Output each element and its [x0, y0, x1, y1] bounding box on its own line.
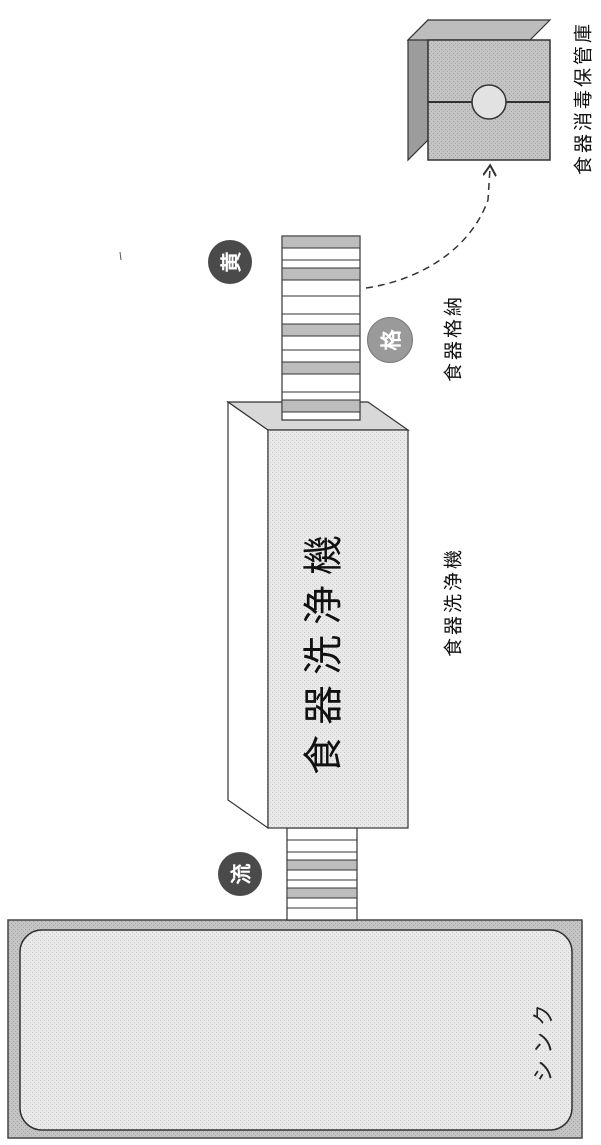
- storage-badge-text: 格: [379, 329, 403, 351]
- sink-label: シンク: [532, 997, 557, 1083]
- cabinet-handle: [471, 84, 507, 120]
- storage-arrow: [365, 168, 490, 289]
- cabinet-top-face: [407, 18, 429, 162]
- flow-badge: 流: [218, 852, 262, 896]
- stray-mark: [119, 251, 122, 261]
- sink-basin: [19, 929, 573, 1131]
- storage-badge: 格: [367, 317, 413, 363]
- sterilizer-cabinet: [406, 18, 552, 162]
- flow-badge-text: 流: [229, 863, 253, 885]
- conveyor-inlet: [286, 827, 358, 921]
- dishwasher-top-face: [227, 400, 269, 830]
- sink: [7, 919, 583, 1139]
- storage-caption: 食器格納: [442, 293, 465, 383]
- dishwasher-caption: 食器洗浄機: [442, 546, 465, 658]
- dishwasher-label: 食器洗浄機: [301, 525, 347, 775]
- conveyor-outlet: [281, 235, 361, 421]
- cabinet-side-face: [406, 19, 552, 41]
- cabinet-caption: 食器消毒保管庫: [572, 20, 595, 176]
- yellow-badge: 黄: [208, 240, 252, 284]
- yellow-badge-text: 黄: [219, 251, 243, 273]
- dishwasher-front-face: [267, 429, 409, 829]
